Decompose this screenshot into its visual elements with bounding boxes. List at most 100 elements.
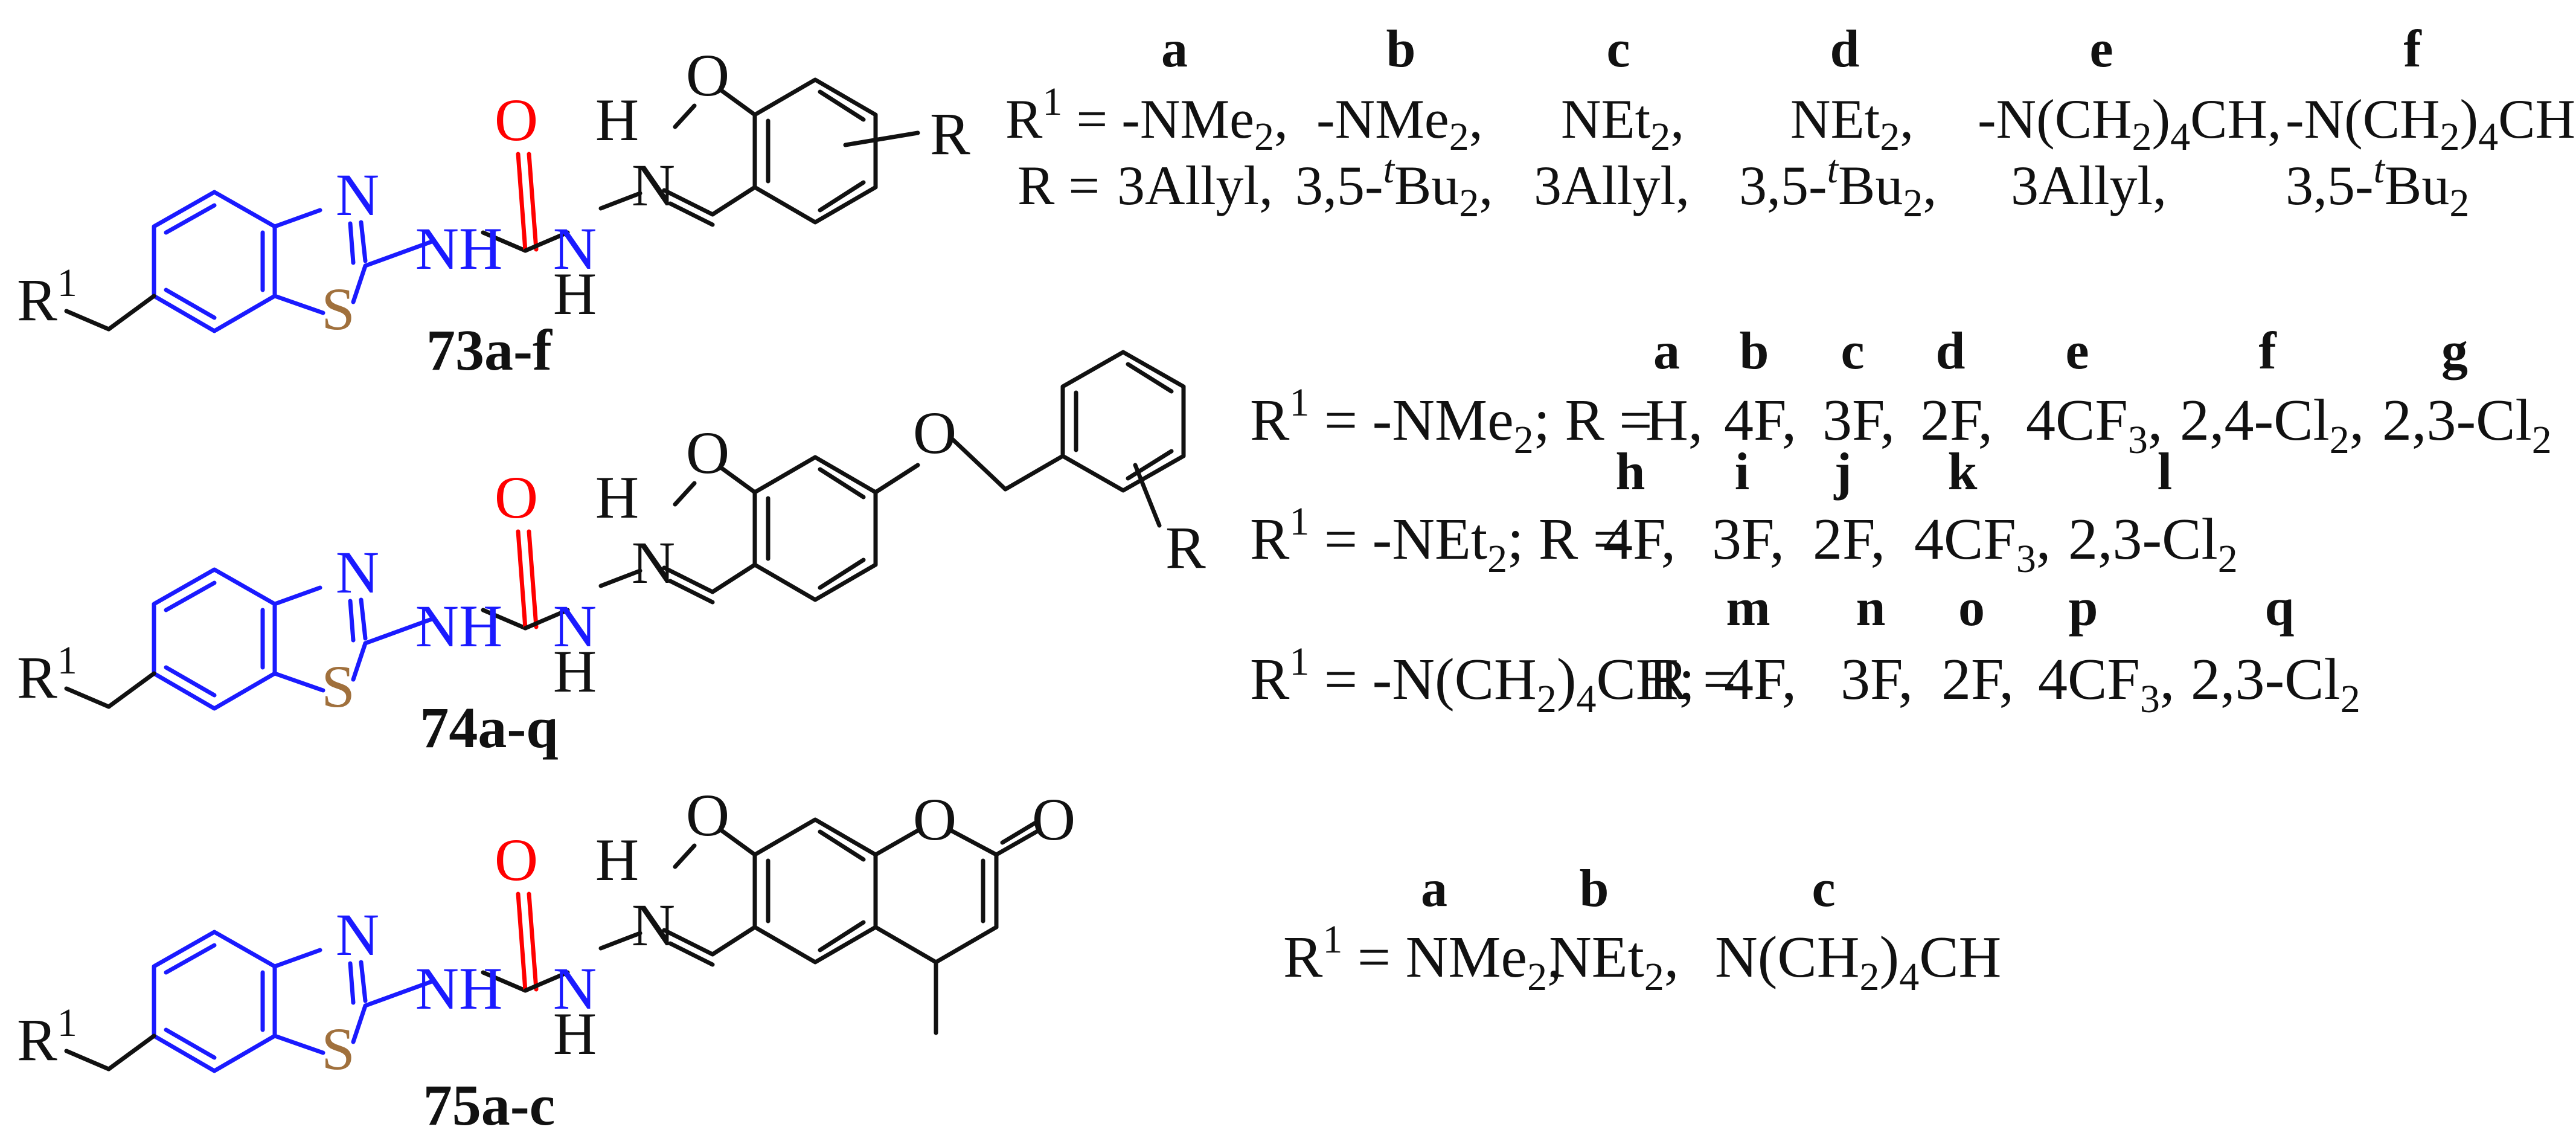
substituent-r-73: R — [930, 100, 970, 167]
r-73-d: 3,5-tBu2, — [1739, 147, 1937, 225]
ring-sulfur-74: S — [321, 653, 355, 720]
header-75-c: c — [1812, 859, 1835, 918]
header-73-b: b — [1386, 20, 1416, 79]
phenol-hydrogen-75: H — [595, 826, 639, 893]
header-73-f: f — [2403, 20, 2422, 79]
header-73-c: c — [1606, 20, 1630, 79]
header-74-b: b — [1740, 322, 1769, 381]
header-74-o: o — [1958, 579, 1985, 637]
header-74-p: p — [2069, 579, 2098, 637]
r-73-b: 3,5-tBu2, — [1295, 147, 1493, 225]
hydrazide-hydrogen-73: H — [553, 260, 597, 327]
r-74-f: 2,4-Cl2, — [2180, 388, 2364, 462]
phenol-ring-74 — [752, 455, 878, 602]
r-74-g: 2,3-Cl2 — [2382, 388, 2552, 462]
amide-nh-73: NH — [415, 215, 502, 282]
substituent-r1-75: R1 — [17, 1001, 77, 1073]
coumarin-benzo-ring-75 — [752, 817, 878, 965]
ring-nitrogen-73: N — [336, 161, 379, 228]
amide-nh-75: NH — [415, 955, 502, 1022]
r1-row-74-2: R1 = -NEt2; R = — [1250, 500, 1626, 581]
substituent-r1-73: R1 — [17, 261, 77, 333]
r-73-e: 3Allyl, — [2011, 155, 2167, 216]
hydrazide-nitrogen-74: N — [553, 593, 597, 660]
ether-oxygen-74: O — [913, 399, 956, 466]
phenol-hydrogen-74: H — [595, 464, 639, 531]
r-74-e: 4CF3, — [2026, 388, 2162, 462]
r-74-q: 2,3-Cl2 — [2191, 647, 2360, 721]
hydrazide-nitrogen-75: N — [553, 955, 597, 1022]
header-75-b: b — [1580, 859, 1609, 918]
header-74-d: d — [1936, 322, 1966, 381]
hydrazide-hydrogen-75: H — [553, 1000, 597, 1067]
amide-nh-74: NH — [415, 593, 502, 660]
r1-73-d: NEt2, — [1790, 88, 1914, 159]
lactone-carbonyl-oxygen-75: O — [1032, 786, 1075, 853]
substituent-r1-74: R1 — [17, 638, 77, 711]
header-74-j: j — [1833, 443, 1851, 501]
r1-73-f: -N(CH2)4CH — [2286, 88, 2575, 159]
r-row-73-prefix: R = — [1017, 155, 1100, 216]
header-74-k: k — [1948, 443, 1978, 501]
structure-73: N S NH O N H N H O R R1 73a-f — [17, 42, 970, 382]
ring-nitrogen-74: N — [336, 539, 379, 606]
substituent-table-74: a b c d e f g R1 = -NMe2; R = H, 4F, 3F,… — [1250, 322, 2552, 721]
r1-row-74-3: R1 = -N(CH2)4CH; — [1250, 640, 1695, 721]
ring-sulfur-73: S — [321, 275, 355, 342]
phenol-oxygen-74: O — [686, 419, 729, 486]
header-73-a: a — [1161, 20, 1188, 79]
r-73-f: 3,5-tBu2 — [2286, 147, 2469, 225]
header-74-e: e — [2065, 322, 2089, 381]
compound-label-74: 74a-q — [420, 695, 558, 760]
r1-row-74-1: R1 = -NMe2; R = — [1250, 381, 1653, 462]
r-73-a: 3Allyl, — [1117, 155, 1273, 216]
header-74-m: m — [1726, 579, 1770, 637]
r-74-o: 2F, — [1941, 647, 2014, 712]
benzyl-ring-74 — [1060, 350, 1186, 493]
r-74-b: 4F, — [1724, 388, 1796, 453]
r-74-n: 3F, — [1841, 647, 1913, 712]
header-74-i: i — [1735, 443, 1749, 501]
hydrazide-hydrogen-74: H — [553, 638, 597, 705]
r1-75-c: N(CH2)4CH — [1715, 925, 2001, 999]
carbonyl-oxygen-73: O — [495, 86, 538, 153]
r-74-k: 4CF3, — [1914, 507, 2051, 581]
r1-row-73: R1 = -NMe2, — [1005, 80, 1288, 159]
header-75-a: a — [1421, 859, 1447, 918]
r-74-a: H, — [1645, 388, 1703, 453]
r1-73-c: NEt2, — [1561, 88, 1684, 159]
coumarin-pyrone-ring-75 — [873, 828, 920, 857]
header-73-e: e — [2089, 20, 2113, 79]
compound-label-75: 75a-c — [423, 1073, 556, 1137]
r-74-c: 3F, — [1822, 388, 1895, 453]
hydrazide-nitrogen-73: N — [553, 215, 597, 282]
substituent-table-73: a b c d e f R1 = -NMe2, -NMe2, NEt2, NEt… — [1005, 20, 2575, 225]
r-74-h: 4F, — [1603, 507, 1676, 572]
r-74-p: 4CF3, — [2038, 647, 2174, 721]
header-74-n: n — [1856, 579, 1886, 637]
ring-sulfur-75: S — [321, 1015, 355, 1082]
imine-nitrogen-73: N — [632, 152, 675, 219]
lactone-oxygen-75: O — [913, 786, 956, 853]
header-74-a: a — [1653, 322, 1680, 381]
benzene-ring-74 — [152, 567, 277, 711]
header-74-h: h — [1616, 443, 1645, 501]
structure-74: N S NH O N H N H O O R R1 74a-q — [17, 350, 1206, 760]
r-74-j: 2F, — [1813, 507, 1885, 572]
r-74-l: 2,3-Cl2 — [2068, 507, 2238, 581]
header-74-g: g — [2441, 322, 2468, 381]
r-row-74-3-prefix: R = — [1648, 647, 1736, 712]
structure-75: N S NH O N H N H O O O R1 75a-c — [17, 782, 1075, 1137]
r1-73-b: -NMe2, — [1316, 88, 1483, 159]
r-74-d: 2F, — [1920, 388, 1993, 453]
imine-nitrogen-74: N — [632, 529, 675, 596]
header-73-d: d — [1830, 20, 1860, 79]
header-74-q: q — [2265, 579, 2295, 637]
header-74-c: c — [1841, 322, 1864, 381]
header-74-f: f — [2258, 322, 2277, 381]
phenol-oxygen-73: O — [686, 42, 729, 109]
phenol-oxygen-75: O — [686, 782, 729, 849]
phenol-hydrogen-73: H — [595, 86, 639, 153]
carbonyl-oxygen-75: O — [495, 826, 538, 893]
